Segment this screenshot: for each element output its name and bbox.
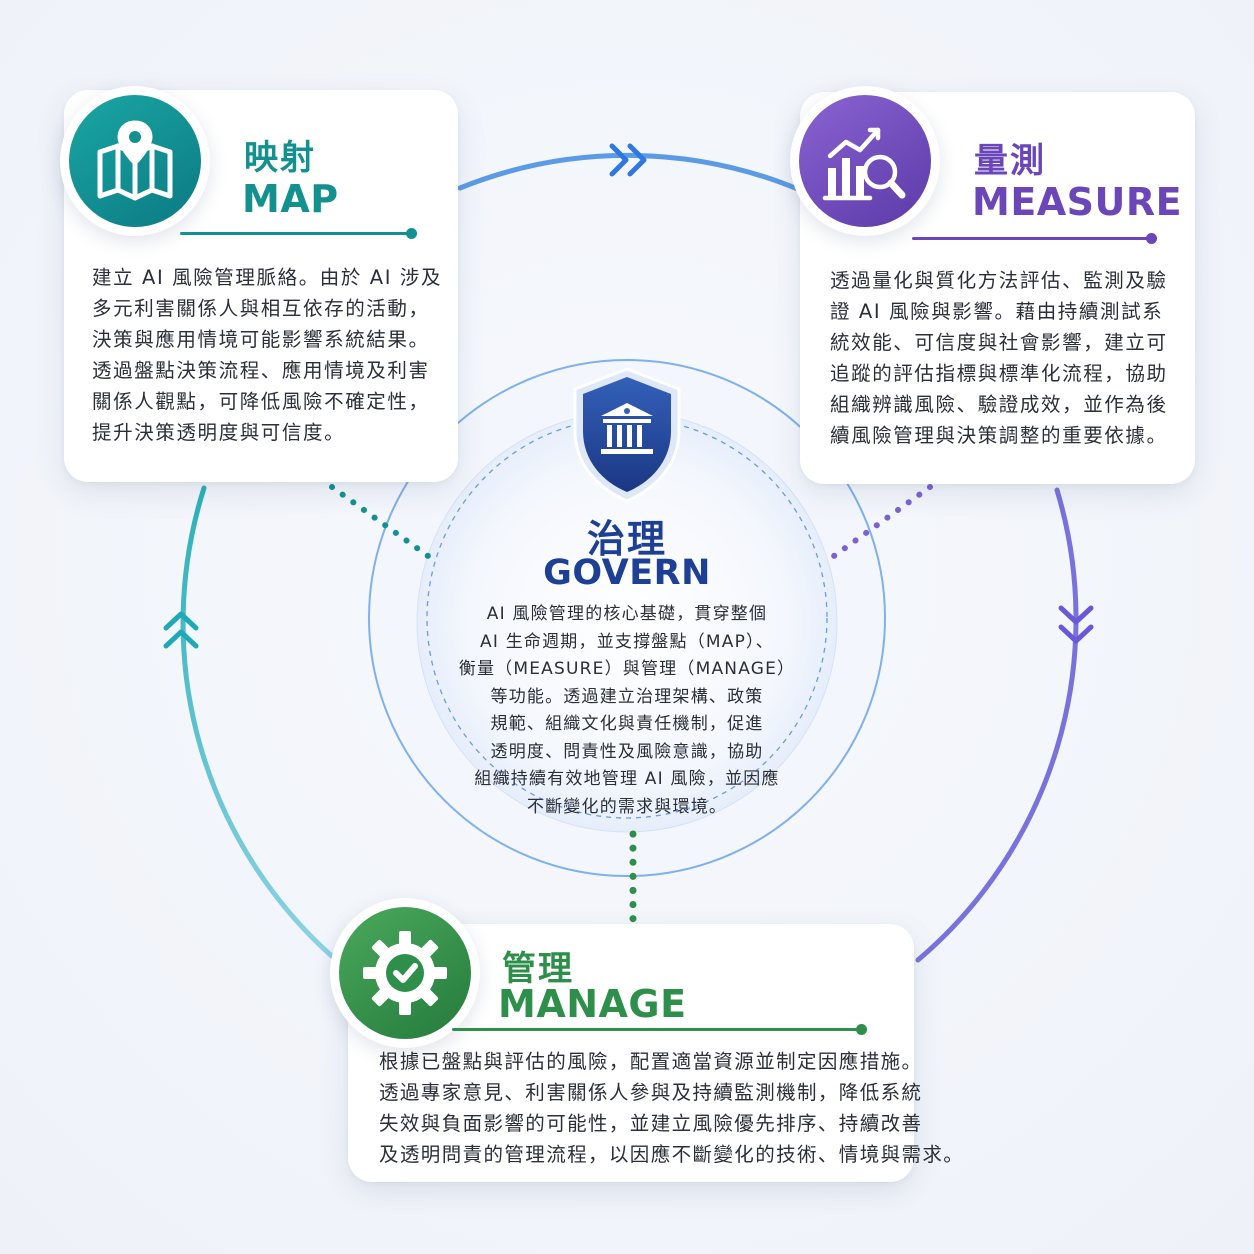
- map-line: 多元利害關係人與相互依存的活動，: [92, 297, 430, 320]
- govern-description: AI 風險管理的核心基礎，貫穿整個 AI 生命週期，並支撐盤點（MAP）、 衡量…: [427, 601, 827, 821]
- govern-line: AI 生命週期，並支撐盤點（MAP）、: [480, 631, 774, 652]
- manage-line: 根據已盤點與評估的風險，配置適當資源並制定因應措施。: [379, 1050, 923, 1073]
- flow-arrow-top: [609, 143, 647, 177]
- map-line: 決策與應用情境可能影響系統結果。: [92, 328, 430, 351]
- manage-line: 失效與負面影響的可能性，並建立風險優先排序、持續改善: [379, 1112, 923, 1135]
- manage-description: 根據已盤點與評估的風險，配置適當資源並制定因應措施。 透過專家意見、利害關係人參…: [379, 1046, 964, 1170]
- map-pin-icon: [97, 120, 173, 201]
- manage-title-en: MANAGE: [498, 982, 687, 1026]
- gear-check-icon: [363, 931, 447, 1015]
- govern-title-en: GOVERN: [543, 553, 711, 593]
- govern-line: 不斷變化的需求與環境。: [526, 796, 728, 817]
- ring-segment-top: [457, 152, 803, 193]
- flow-arrow-left: [163, 611, 199, 649]
- map-line: 提升決策透明度與可信度。: [92, 421, 346, 444]
- govern-line: 規範、組織文化與責任機制，促進: [490, 714, 764, 734]
- measure-line: 續風險管理與決策調整的重要依據。: [830, 424, 1168, 447]
- govern-title-zh: 治理: [586, 517, 667, 561]
- measure-line: 組織辨識風險、驗證成效，並作為後: [830, 393, 1168, 416]
- measure-line: 統效能、可信度與社會影響，建立可: [830, 331, 1168, 354]
- measure-badge: [790, 86, 940, 236]
- measure-description: 透過量化與質化方法評估、監測及驗 證 AI 風險與影響。藉由持續測試系 統效能、…: [830, 265, 1168, 451]
- map-title-zh: 映射: [244, 138, 316, 178]
- map-line: 關係人觀點，可降低風險不確定性，: [92, 390, 430, 413]
- govern-shield-badge: [567, 365, 687, 505]
- manage-badge: [330, 898, 480, 1048]
- measure-line: 透過量化與質化方法評估、監測及驗: [830, 269, 1168, 292]
- flow-arrow-right: [1058, 605, 1094, 644]
- shield-institution-icon: [573, 367, 681, 503]
- manage-line: 透過專家意見、利害關係人參與及持續監測機制，降低系統: [379, 1081, 923, 1104]
- govern-line: 等功能。透過建立治理架構、政策: [490, 686, 764, 707]
- chart-magnifier-icon: [822, 127, 906, 201]
- map-line: 建立 AI 風險管理脈絡。由於 AI 涉及: [92, 266, 443, 289]
- govern-line: 透明度、問責性及風險意識，協助: [490, 741, 764, 762]
- manage-title-zh: 管理: [502, 949, 574, 989]
- map-badge: [60, 86, 210, 236]
- map-description: 建立 AI 風險管理脈絡。由於 AI 涉及 多元利害關係人與相互依存的活動， 決…: [92, 262, 442, 448]
- manage-line: 及透明問責的管理流程，以因應不斷變化的技術、情境與需求。: [379, 1143, 965, 1166]
- map-title-en: MAP: [242, 177, 339, 221]
- measure-line: 追蹤的評估指標與標準化流程，協助: [830, 362, 1168, 385]
- ring-segment-right: [915, 487, 1079, 963]
- govern-line: 組織持續有效地管理 AI 風險，並因應: [474, 769, 780, 789]
- measure-line: 證 AI 風險與影響。藉由持續測試系: [830, 300, 1164, 323]
- manage-title-rule: [452, 1024, 867, 1035]
- measure-title-rule: [912, 233, 1157, 244]
- measure-title-zh: 量測: [974, 141, 1046, 181]
- ring-segment-left: [180, 485, 345, 968]
- map-line: 透過盤點決策流程、應用情境及利害: [92, 359, 430, 382]
- govern-line: 衡量（MEASURE）與管理（MANAGE）: [458, 659, 796, 679]
- measure-title-en: MEASURE: [972, 180, 1183, 224]
- govern-line: AI 風險管理的核心基礎，貫穿整個: [486, 604, 768, 624]
- map-title-rule: [180, 228, 417, 239]
